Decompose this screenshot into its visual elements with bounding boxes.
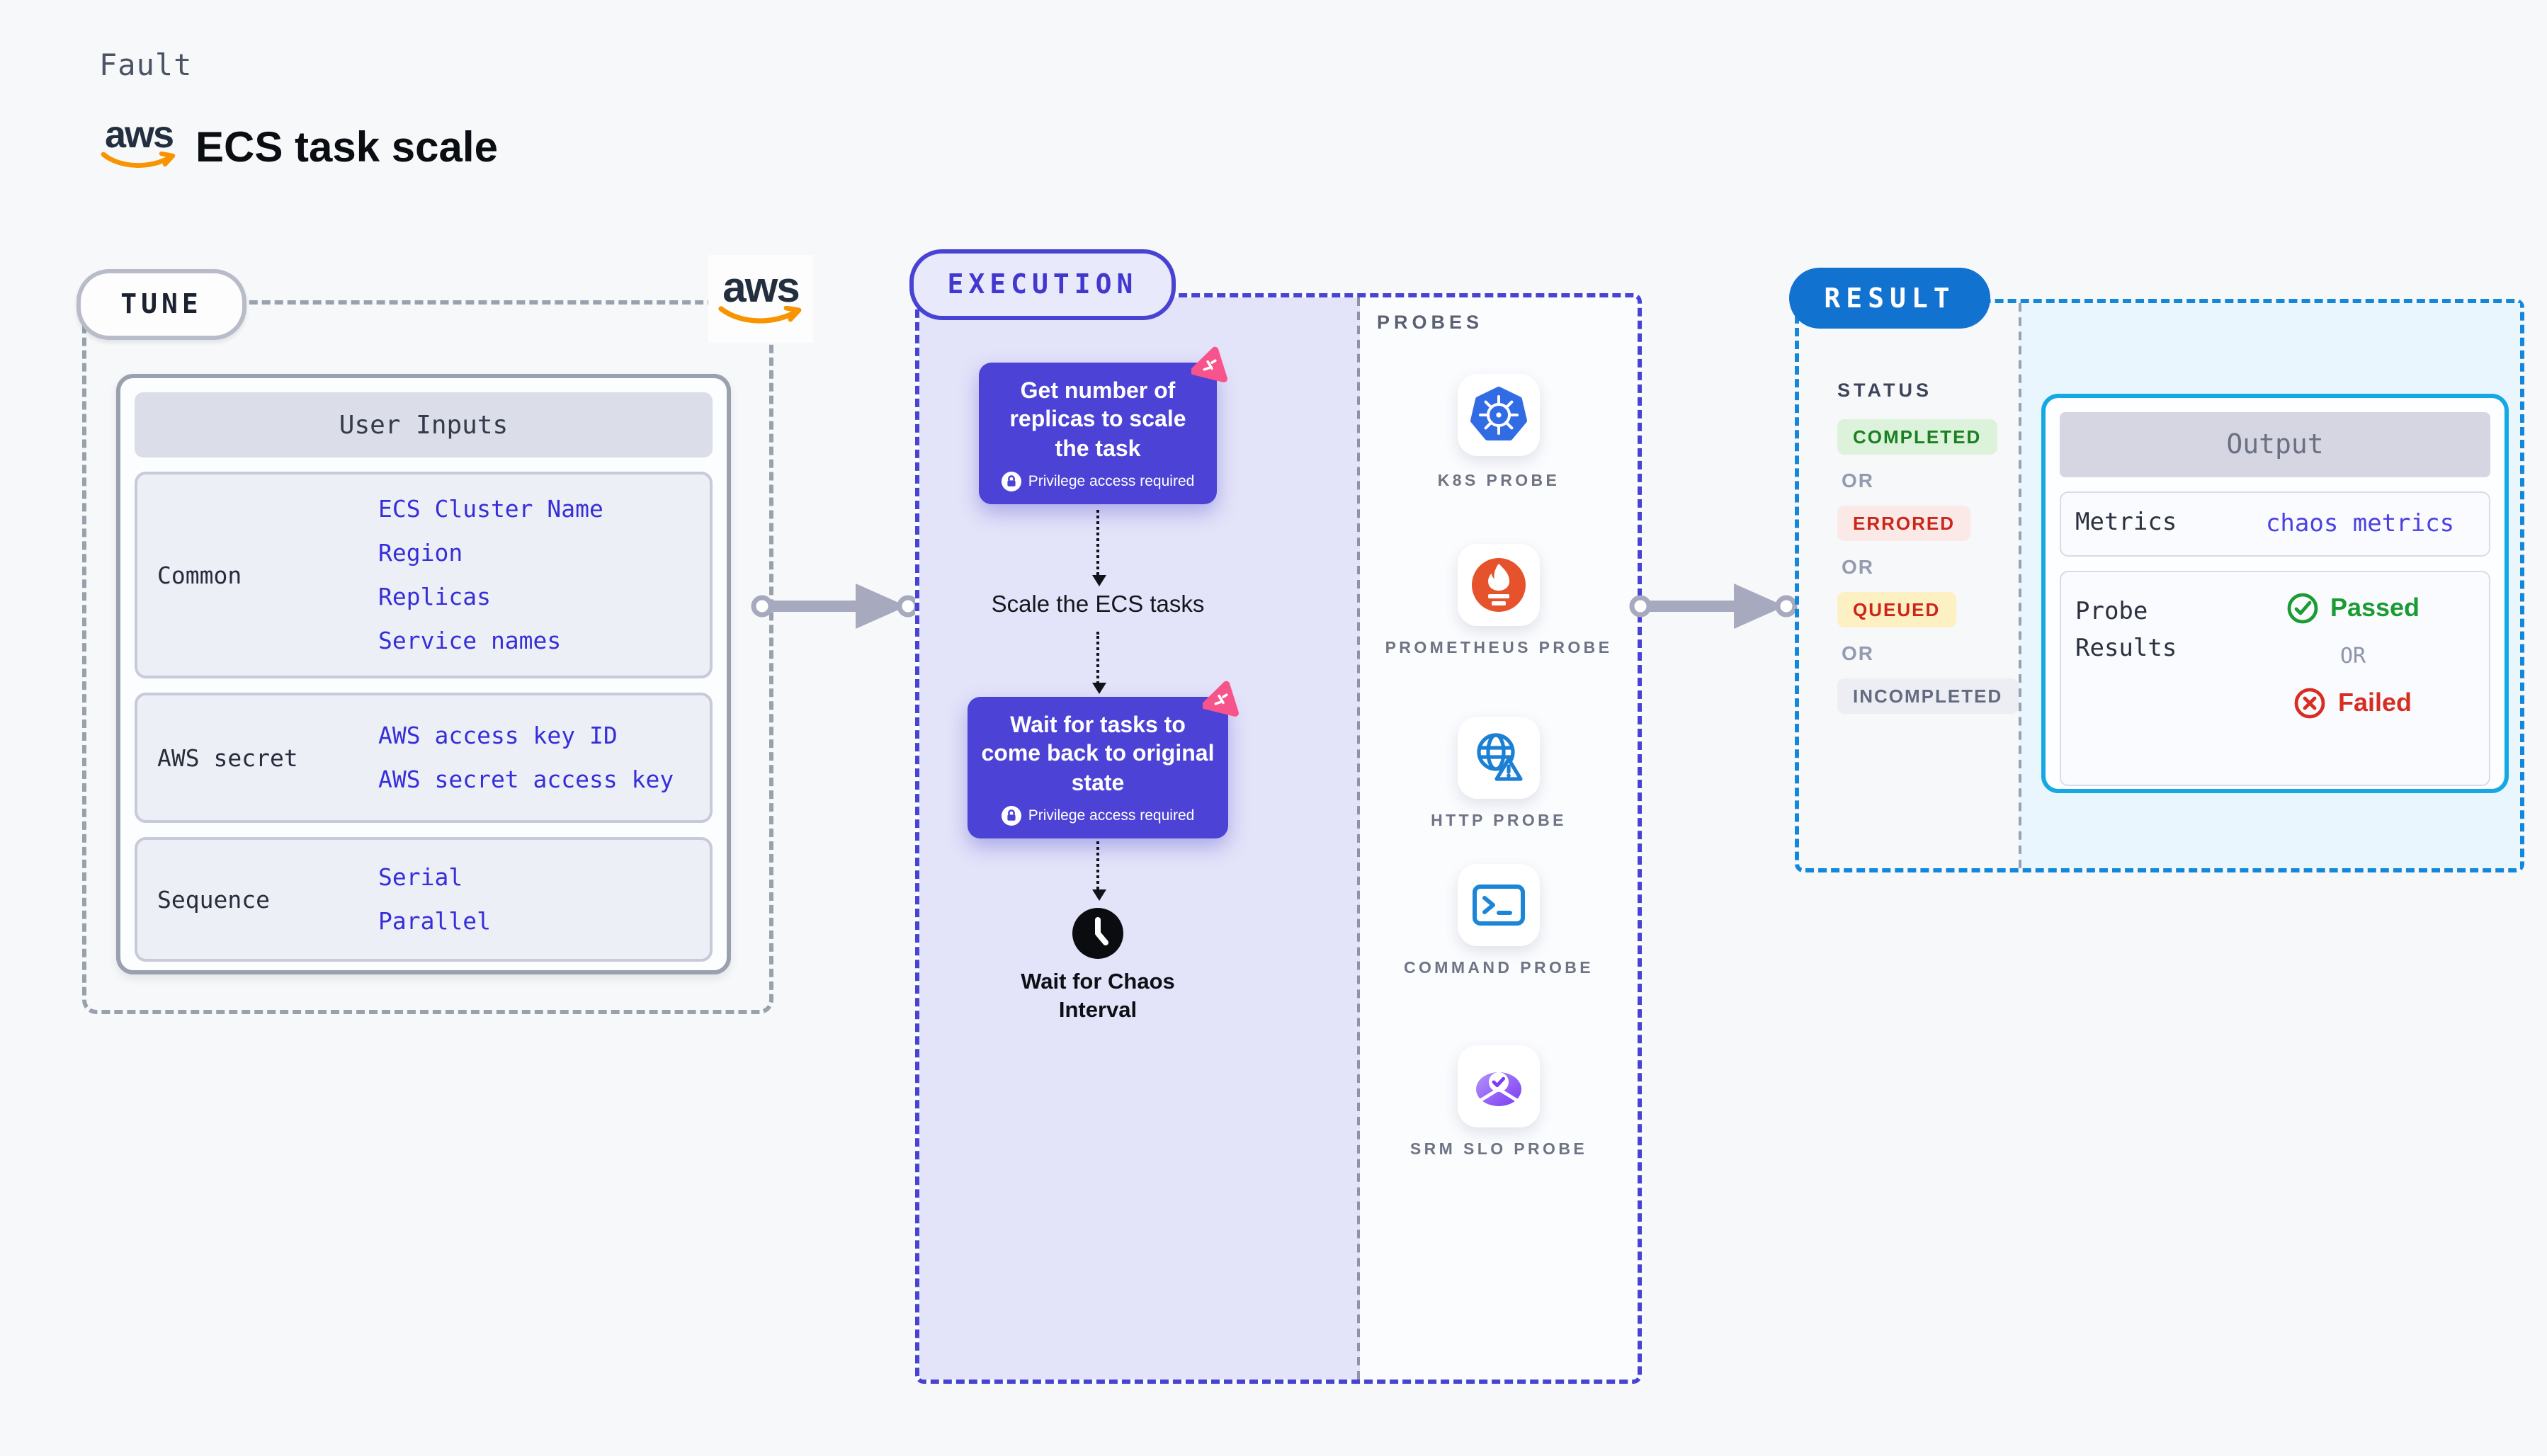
- row-values: AWS access key ID AWS secret access key: [378, 695, 701, 820]
- probe-card-command: [1458, 864, 1540, 946]
- lock-icon: [1001, 472, 1021, 492]
- probe-card-prometheus: [1458, 544, 1540, 626]
- status-badge-errored: ERRORED: [1837, 506, 1971, 541]
- status-badge-completed: COMPLETED: [1837, 419, 1997, 455]
- user-inputs-table: User Inputs Common ECS Cluster Name Regi…: [116, 374, 731, 974]
- check-circle-icon: [2287, 593, 2318, 624]
- flow-down-arrow-icon: [1091, 841, 1106, 901]
- input-value: AWS access key ID: [378, 722, 618, 749]
- privilege-label: Privilege access required: [1028, 473, 1195, 491]
- probe-card-http: [1458, 717, 1540, 799]
- step-scale-tasks: Scale the ECS tasks: [991, 592, 1205, 618]
- status-list: COMPLETED OR ERRORED OR QUEUED OR INCOMP…: [1837, 419, 2019, 714]
- table-row-sequence: Sequence Serial Parallel: [135, 837, 713, 962]
- aws-logo-icon: aws: [99, 115, 178, 171]
- x-circle-icon: [2295, 688, 2326, 719]
- input-value: Parallel: [378, 908, 491, 935]
- result-section: STATUS COMPLETED OR ERRORED OR QUEUED OR…: [1795, 299, 2524, 872]
- step-wait-tasks: Wait for tasks to come back to original …: [968, 681, 1239, 839]
- chaos-icon: [1201, 680, 1242, 727]
- probe-label: K8S PROBE: [1437, 473, 1560, 490]
- kubernetes-icon: [1470, 387, 1527, 440]
- row-values: Serial Parallel: [378, 840, 701, 959]
- or-label: OR: [1842, 642, 1874, 664]
- privilege-label: Privilege access required: [1028, 807, 1195, 825]
- input-value: Replicas: [378, 584, 491, 610]
- output-card: Output Metrics chaos metrics Probe Resul…: [2041, 394, 2509, 793]
- execution-pill: EXECUTION: [909, 249, 1176, 320]
- metrics-row: Metrics chaos metrics: [2060, 491, 2490, 557]
- flow-down-arrow-icon: [1091, 510, 1106, 586]
- flow-arrow-icon: [751, 584, 919, 629]
- failed-label: Failed: [2337, 688, 2412, 717]
- step-title: Get number of replicas to scale the task: [1009, 380, 1186, 462]
- flow-arrow-icon: [1629, 584, 1798, 629]
- aws-smile-icon: [718, 306, 802, 324]
- step-wait-chaos-interval: Wait for Chaos Interval: [1021, 970, 1175, 1023]
- privilege-badge: Privilege access required: [990, 472, 1206, 492]
- aws-logo-icon: aws: [717, 267, 805, 328]
- terminal-icon: [1473, 885, 1525, 926]
- input-value: AWS secret access key: [378, 766, 674, 793]
- status-badge-queued: QUEUED: [1837, 592, 1956, 627]
- probe-card-k8s: [1458, 374, 1540, 456]
- metrics-label: Metrics: [2075, 508, 2177, 538]
- row-label: Sequence: [157, 886, 270, 913]
- privilege-badge: Privilege access required: [979, 806, 1217, 826]
- probe-label: HTTP PROBE: [1431, 813, 1567, 830]
- metrics-value: chaos metrics: [2265, 510, 2455, 538]
- or-label: OR: [1842, 555, 1874, 578]
- http-globe-icon: [1477, 733, 1523, 781]
- input-value: Service names: [378, 627, 562, 654]
- tune-aws-logo: aws: [708, 255, 813, 343]
- probe-label: COMMAND PROBE: [1403, 960, 1594, 977]
- user-inputs-header: User Inputs: [135, 392, 713, 457]
- output-header: Output: [2060, 412, 2490, 477]
- or-label: OR: [1842, 469, 1874, 491]
- row-values: ECS Cluster Name Region Replicas Service…: [378, 474, 701, 676]
- probe-label: SRM SLO PROBE: [1409, 1142, 1588, 1159]
- aws-logo: aws: [99, 115, 178, 171]
- flow-down-arrow-icon: [1091, 632, 1106, 694]
- page-title: ECS task scale: [195, 125, 498, 171]
- probe-results-row: Probe Results Passed OR: [2060, 571, 2490, 786]
- prometheus-icon: [1472, 558, 1526, 612]
- row-label: Common: [157, 562, 242, 588]
- passed-row: Passed: [2286, 592, 2420, 625]
- result-pill: RESULT: [1789, 268, 1990, 329]
- step-get-replicas: Get number of replicas to scale the task…: [979, 346, 1227, 505]
- passed-label: Passed: [2330, 593, 2420, 622]
- input-value: ECS Cluster Name: [378, 496, 603, 523]
- clock-icon: [1072, 908, 1123, 959]
- or-label: OR: [2339, 643, 2366, 669]
- probe-label: PROMETHEUS PROBE: [1385, 640, 1613, 657]
- table-row-aws-secret: AWS secret AWS access key ID AWS secret …: [135, 693, 713, 823]
- aws-smile-icon: [101, 151, 176, 168]
- probes-title: PROBES: [1377, 312, 1484, 333]
- tune-section: [82, 300, 773, 1014]
- row-label: AWS secret: [157, 744, 298, 771]
- status-title: STATUS: [1837, 380, 1932, 401]
- step-title: Wait for tasks to come back to original …: [981, 714, 1215, 796]
- chaos-icon: [1190, 346, 1231, 392]
- probe-card-srm-slo: [1458, 1045, 1540, 1127]
- fault-kind-label: Fault: [99, 48, 193, 82]
- failed-row: Failed: [2294, 687, 2412, 720]
- output-area: Output Metrics chaos metrics Probe Resul…: [2019, 303, 2520, 868]
- probe-results-label: Probe Results: [2075, 598, 2177, 662]
- input-value: Serial: [378, 864, 463, 891]
- table-row-common: Common ECS Cluster Name Region Replicas …: [135, 472, 713, 678]
- tune-pill: TUNE: [76, 269, 246, 340]
- input-value: Region: [378, 540, 463, 567]
- slo-donut-icon: [1476, 1069, 1521, 1106]
- probe-results-values: Passed OR Failed: [2217, 592, 2489, 785]
- status-badge-incompleted: INCOMPLETED: [1837, 678, 2019, 714]
- lock-icon: [1001, 806, 1021, 826]
